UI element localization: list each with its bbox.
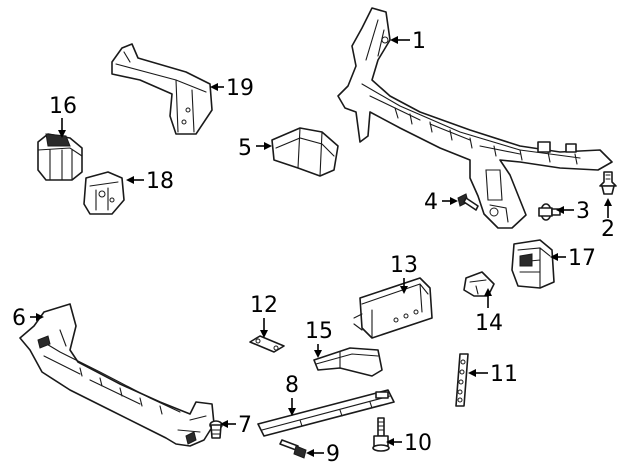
part-9-bolt [279,439,307,459]
callout-15: 15 [305,319,333,344]
callout-4: 4 [424,190,438,215]
callout-9: 9 [326,442,340,467]
callout-10: 10 [404,431,432,456]
callout-5: 5 [238,136,252,161]
part-12-small-bracket [249,335,285,353]
callout-13: 13 [390,253,418,278]
callout-11: 11 [490,362,518,387]
part-10-bolt [372,417,390,452]
part-3-bolt [538,203,561,221]
callout-18: 18 [146,169,174,194]
callout-3: 3 [576,199,590,224]
part-7-bolt [209,420,223,439]
part-15-deflector [313,347,383,377]
callout-1: 1 [412,29,426,54]
part-13-module-bracket [353,277,433,339]
part-8-absorber-bar [257,389,395,437]
callout-labels: 1 2 3 4 5 6 7 8 9 10 11 12 13 14 15 16 1… [12,29,615,467]
callout-8: 8 [285,373,299,398]
part-11-bracket-strip [455,353,469,407]
part-16-foam-block [37,133,83,181]
part-2-push-pin [599,171,617,195]
callout-2: 2 [601,217,615,242]
callout-14: 14 [475,311,503,336]
part-5-air-deflector [271,127,339,177]
callout-leaders [30,36,612,457]
callout-19: 19 [226,76,254,101]
part-6-lower-reinforcement [19,303,215,447]
part-19-upper-bracket [111,43,213,135]
callout-7: 7 [238,413,252,438]
part-4-screw [457,193,479,211]
part-14-clip-bracket [463,271,495,297]
callout-16: 16 [49,94,77,119]
part-1-radiator-support-bar [337,7,613,229]
part-18-mounting-bracket [83,171,125,215]
callout-12: 12 [250,293,278,318]
callout-17: 17 [568,246,596,271]
part-17-air-guide [511,239,555,289]
callout-6: 6 [12,306,26,331]
